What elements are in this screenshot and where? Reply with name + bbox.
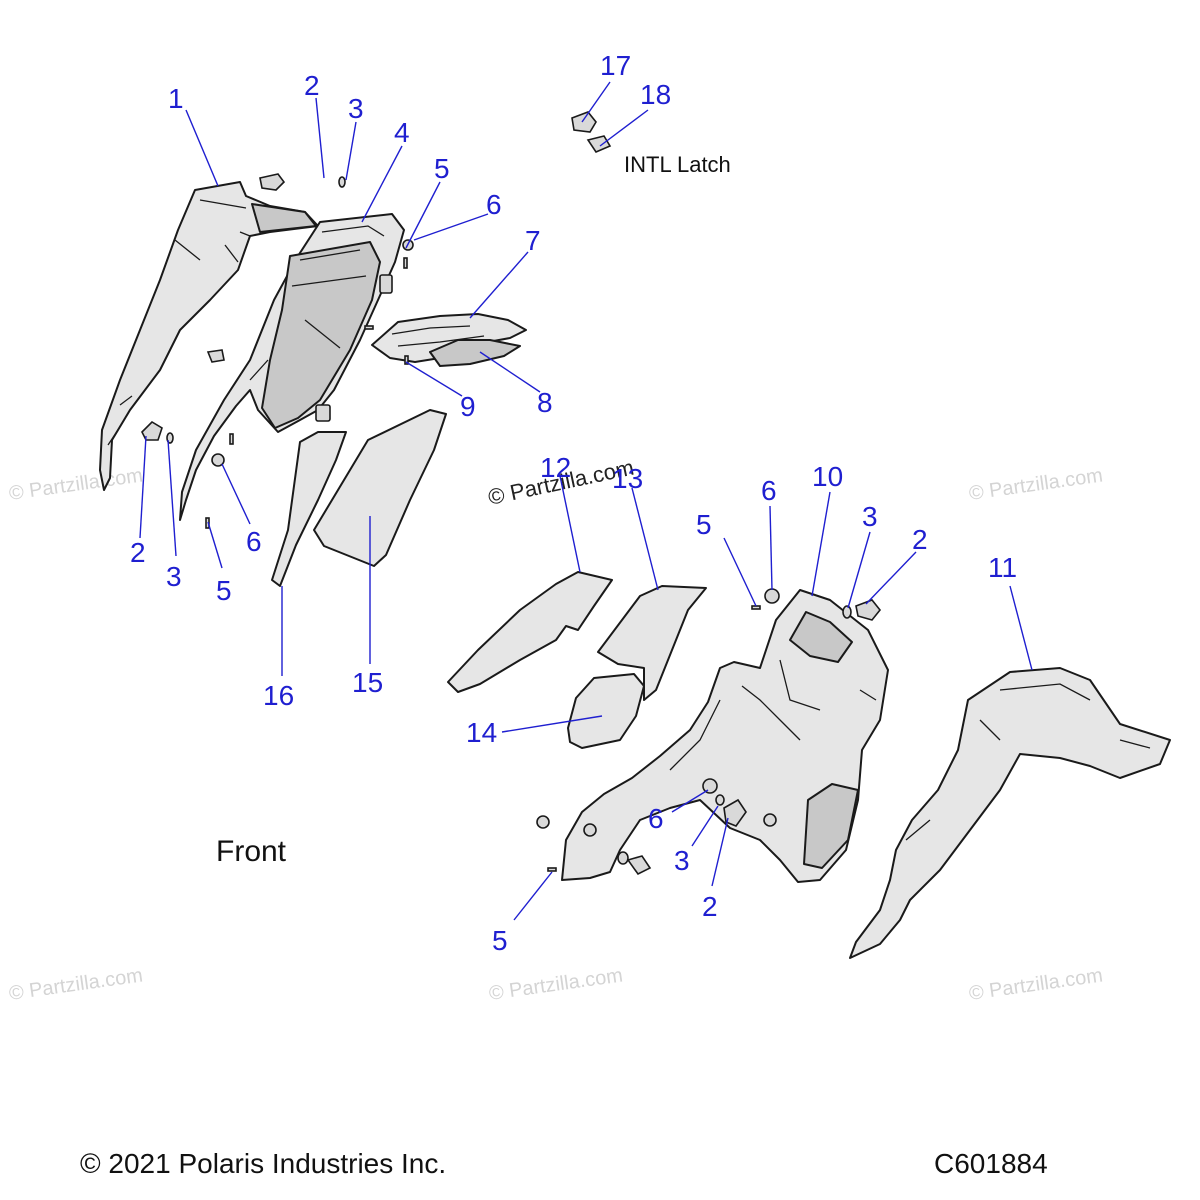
intl-latch-note: INTL Latch [624, 152, 731, 177]
callout-4: 4 [394, 117, 410, 148]
leader-lines [139, 81, 1033, 921]
drawing-number: C601884 [934, 1148, 1048, 1179]
left-hardware [141, 173, 414, 529]
callout-6: 6 [648, 803, 664, 834]
callout-1: 1 [168, 83, 184, 114]
callout-5: 5 [492, 925, 508, 956]
intl-latch-parts [571, 111, 612, 153]
callout-5: 5 [216, 575, 232, 606]
part-4-inner-side-panel [179, 213, 405, 521]
callout-5: 5 [434, 153, 450, 184]
watermark-bottom-left: © Partzilla.com [8, 964, 145, 1005]
callout-14: 14 [466, 717, 497, 748]
callout-8: 8 [537, 387, 553, 418]
callout-2: 2 [130, 537, 146, 568]
watermark-right: © Partzilla.com [968, 464, 1105, 505]
callout-6: 6 [486, 189, 502, 220]
watermark-bottom-right: © Partzilla.com [968, 964, 1105, 1005]
callout-11: 11 [988, 552, 1017, 583]
part-7-vent-trim [371, 313, 527, 363]
callout-9: 9 [460, 391, 476, 422]
watermark-left: © Partzilla.com [8, 464, 145, 505]
callout-5: 5 [696, 509, 712, 540]
callout-3: 3 [348, 93, 364, 124]
callout-7: 7 [525, 225, 541, 256]
callout-3: 3 [166, 561, 182, 592]
copyright-notice: © 2021 Polaris Industries Inc. [80, 1148, 447, 1179]
callout-18: 18 [640, 79, 671, 110]
callout-10: 10 [812, 461, 843, 492]
callout-3: 3 [862, 501, 878, 532]
callout-2: 2 [912, 524, 928, 555]
callout-16: 16 [263, 680, 294, 711]
part-15-pad [313, 409, 447, 567]
callouts: 1 2 3 4 5 6 7 8 9 6 5 3 2 16 15 17 18 12… [130, 50, 1017, 956]
part-12-pad [447, 571, 613, 693]
watermark-bottom-center: © Partzilla.com [488, 964, 625, 1005]
callout-12: 12 [540, 452, 571, 483]
part-11-right-side-panel [849, 667, 1171, 959]
front-label: Front [216, 835, 287, 868]
callout-6: 6 [246, 526, 262, 557]
callout-17: 17 [600, 50, 631, 81]
part-14-pad [567, 673, 645, 749]
part-16-strip [271, 431, 347, 587]
part-10-front-panel [561, 589, 889, 883]
callout-2: 2 [304, 70, 320, 101]
part-13-pad [597, 585, 707, 701]
callout-3: 3 [674, 845, 690, 876]
part-1-left-side-panel [99, 181, 319, 491]
watermarks: © Partzilla.com © Partzilla.com © Partzi… [8, 455, 1105, 1005]
callout-15: 15 [352, 667, 383, 698]
callout-6: 6 [761, 475, 777, 506]
part-8-vent-insert [429, 339, 521, 367]
callout-13: 13 [612, 463, 643, 494]
callout-2: 2 [702, 891, 718, 922]
